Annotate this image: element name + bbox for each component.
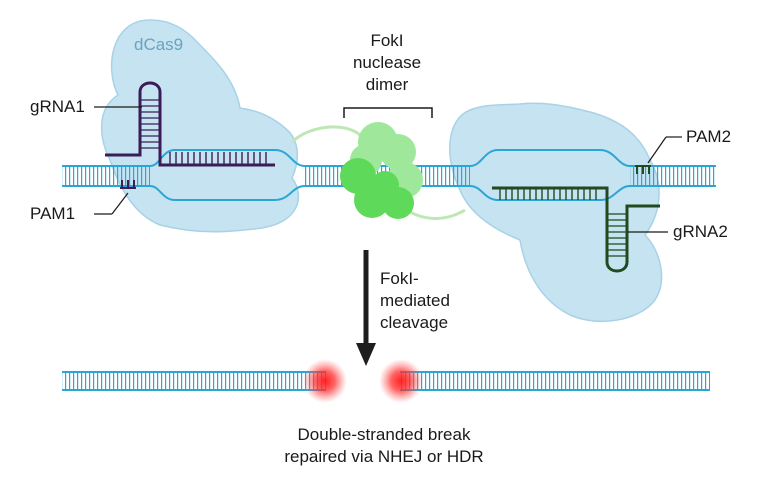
cleavage-label-line3: cleavage <box>380 313 449 332</box>
break-label-line1: Double-stranded break <box>297 425 471 444</box>
pam2-leader <box>647 136 667 164</box>
pam2-marks <box>635 165 651 174</box>
foki-bracket <box>343 107 433 118</box>
pam2-label: PAM2 <box>686 127 732 146</box>
pam1-label: PAM1 <box>30 204 76 223</box>
cleavage-label: FokI- mediated cleavage <box>380 268 450 334</box>
grna1 <box>105 81 275 167</box>
dna-ladder-left <box>62 166 150 186</box>
foki-dimer <box>340 122 423 219</box>
grna1-label: gRNA1 <box>30 97 85 116</box>
break-label: Double-stranded break repaired via NHEJ … <box>224 424 544 468</box>
grna2-label: gRNA2 <box>673 222 728 241</box>
break-label-line2: repaired via NHEJ or HDR <box>284 447 484 466</box>
grna2 <box>492 186 660 273</box>
foki-label: FokI nuclease dimer <box>340 30 434 96</box>
break-glow-right <box>379 359 423 403</box>
linker-left <box>290 125 361 144</box>
foki-label-line2: nuclease <box>352 53 422 72</box>
dcas9-label: dCas9 <box>134 35 184 54</box>
dcas9-left-blob <box>100 19 300 233</box>
break-glow-left <box>303 359 347 403</box>
cleavage-label-line1: FokI- <box>380 269 419 288</box>
dna-ladder-right <box>630 166 716 186</box>
dna-cleaved <box>62 371 710 391</box>
dcas9-right-blob <box>449 102 663 323</box>
cleavage-label-line2: mediated <box>380 291 450 310</box>
cleavage-arrow-head <box>356 343 376 366</box>
foki-label-line1: FokI <box>370 31 404 50</box>
pam1-marks <box>120 180 136 189</box>
foki-label-line3: dimer <box>365 75 409 94</box>
pam1-leader-diag <box>111 192 129 215</box>
